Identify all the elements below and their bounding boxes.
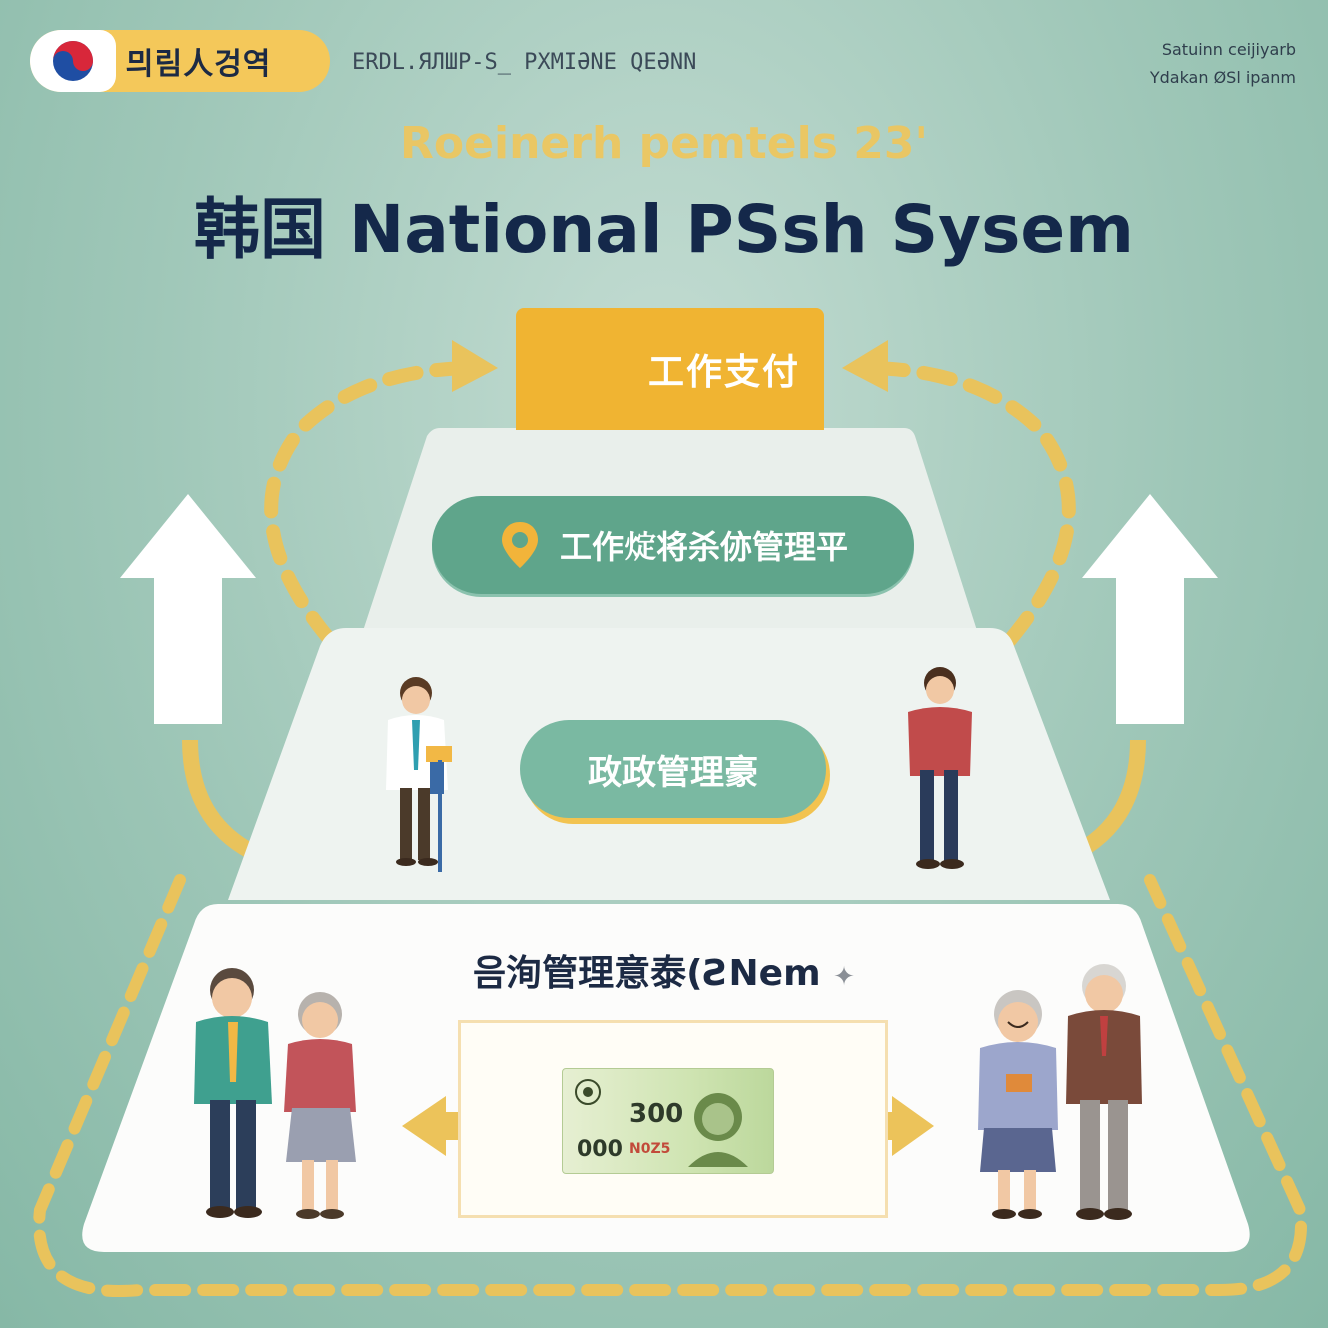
header-right-info: Satuinn ceijiyarb Ydakan ØSl ipanm: [1150, 36, 1296, 92]
tier1-pill: 工作𤊟将杀㑊管理平: [432, 496, 914, 594]
banknote-emblem-icon: [575, 1079, 601, 1105]
tier3-label-text: 음洵管理意泰(ƧNem: [473, 953, 821, 994]
banknote-code: N0Z5: [629, 1141, 671, 1157]
taegeuk-icon: [53, 41, 93, 81]
header-right-line2: Ydakan ØSl ipanm: [1149, 68, 1296, 87]
sparkle-icon: ✦: [833, 962, 855, 992]
elderly-couple-left-figure: [194, 968, 356, 1219]
tier2-label: 政政管理豪: [588, 752, 758, 793]
banknote: 300 000 N0Z5: [562, 1068, 774, 1174]
hero-title: 韩国 National PSsh Sysem: [194, 191, 1134, 268]
dashed-top-arc-right: [863, 361, 1076, 647]
elderly-couple-right-figure: [978, 964, 1142, 1220]
banknote-value: 300: [629, 1099, 684, 1129]
top-tier-label: 工作支付: [648, 352, 801, 393]
hero-kicker: Roeinerh pemtels 23': [400, 118, 928, 169]
brand-pill: 믜림人겅역: [30, 30, 330, 92]
up-arrow-left-icon: [120, 494, 256, 724]
header-right-line1: Satuinn ceijiyarb: [1161, 40, 1296, 59]
banknote-portrait-icon: [688, 1093, 748, 1167]
location-pin-icon: [501, 522, 538, 568]
man-with-cane-figure: [386, 677, 452, 872]
arc-arrowhead-left: [452, 340, 498, 392]
header-subtitle: ERDL.ЯЛШР-S_ PXMIƏNE QEƏNN: [352, 50, 697, 75]
tier3-label: 음洵管理意泰(ƧNem ✦: [0, 944, 1328, 996]
dashed-outer-loop: [33, 874, 1307, 1297]
brand-logo: [30, 30, 116, 92]
banknote-serial: 000: [577, 1137, 623, 1162]
brand-text: 믜림人겅역: [126, 47, 272, 82]
up-arrow-right-icon: [1082, 494, 1218, 724]
tier1-label: 工作𤊟将杀㑊管理平: [559, 528, 848, 566]
tier2-pill: 政政管理豪: [520, 720, 826, 818]
top-tier-box: 工作支付: [516, 308, 824, 430]
arc-arrowhead-right: [842, 340, 888, 392]
dashed-top-arc: [264, 361, 477, 647]
man-red-sweater-figure: [908, 667, 972, 869]
